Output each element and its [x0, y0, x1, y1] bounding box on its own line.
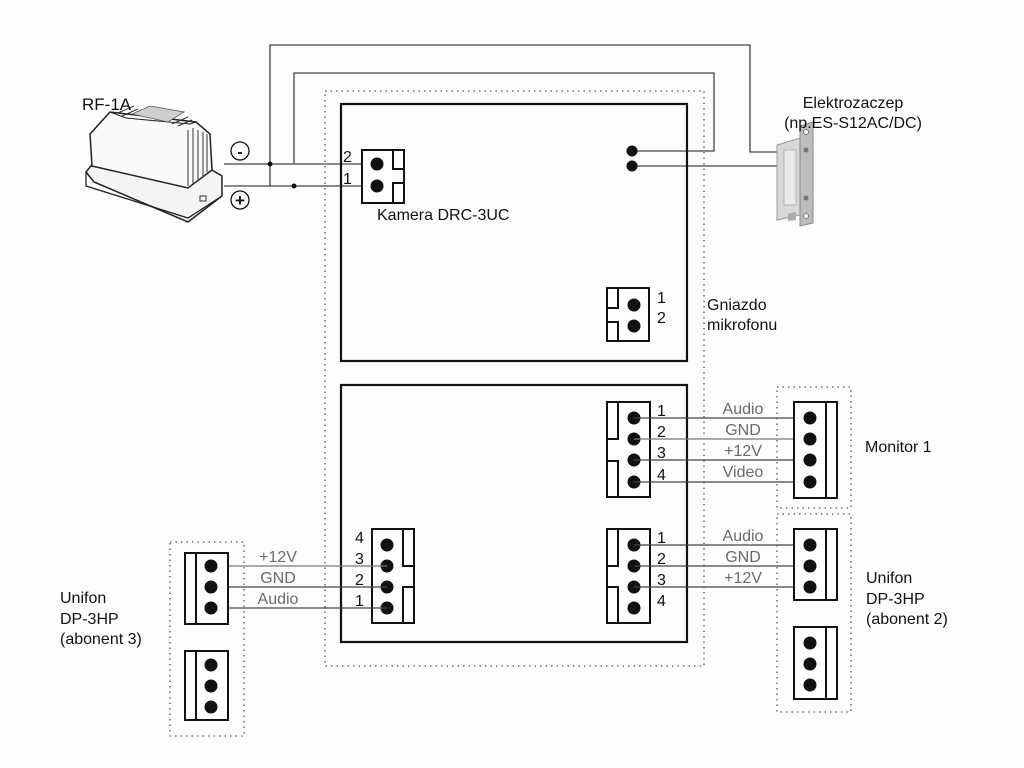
wire-label: +12V [724, 443, 762, 460]
unifon2-enclosure [776, 513, 852, 713]
lock-label: Elektrozaczep [803, 95, 904, 112]
monitor1-connector [793, 401, 838, 499]
wire-label: GND [725, 422, 761, 439]
unifon3-enclosure [169, 541, 245, 737]
wire-label: Video [723, 464, 764, 481]
monitor1-pin-label: 2 [657, 424, 666, 441]
wire-label: GND [260, 570, 296, 587]
unifon2-label: Unifon [866, 570, 912, 587]
lock-terminal [626, 160, 638, 172]
camera-power-connector [361, 149, 405, 204]
minus-icon: - [230, 141, 250, 161]
svg-text:-: - [237, 144, 242, 161]
wire-label: Audio [723, 528, 764, 545]
unifon3-pin-label: 1 [355, 593, 364, 610]
plus-icon: + [230, 190, 250, 210]
monitor1-pin-label: 4 [657, 467, 666, 484]
monitor1-enclosure [776, 386, 852, 509]
electric-strike-icon [776, 121, 814, 227]
unifon2-pin-label: 4 [657, 593, 666, 610]
wire-label: GND [725, 549, 761, 566]
unifon3-panel-connector [371, 528, 415, 624]
camera-label: Kamera DRC-3UC [377, 207, 509, 224]
unifon2-pin-label: 2 [657, 551, 666, 568]
unifon2-connector-a [793, 528, 838, 601]
unifon2-panel-connector [606, 528, 651, 624]
unifon3-pin-label: 3 [355, 551, 364, 568]
camera-pin-label: 1 [343, 171, 352, 188]
unifon3-connector-b [184, 650, 229, 721]
unifon3-label: Unifon [60, 590, 106, 607]
camera-module [339, 102, 689, 363]
monitor1-pin-label: 1 [657, 403, 666, 420]
wire-label: Audio [723, 401, 764, 418]
mic-socket-label: mikrofonu [707, 317, 777, 334]
wire-label: +12V [259, 549, 297, 566]
unifon3-label: DP-3HP [60, 611, 119, 628]
svg-text:+: + [235, 191, 245, 210]
lock-label: (np.ES-S12AC/DC) [784, 115, 922, 132]
monitor1-panel-connector [606, 401, 651, 498]
unifon3-connector-a [184, 552, 229, 625]
wire-lock-outer [269, 44, 777, 186]
unifon2-pin-label: 3 [657, 572, 666, 589]
panel-enclosure [324, 90, 705, 667]
unifon2-pin-label: 1 [657, 530, 666, 547]
monitor1-pin-label: 3 [657, 445, 666, 462]
mic-pin-label: 2 [657, 310, 666, 327]
intercom-module [339, 383, 689, 644]
mic-socket [606, 287, 650, 342]
power-supply-label: RF-1A [82, 95, 132, 114]
junction-dot [267, 161, 273, 167]
unifon3-pin-label: 2 [355, 572, 364, 589]
power-supply-icon [85, 105, 223, 223]
unifon3-pin-label: 4 [355, 530, 364, 547]
wire-lock-inner [293, 72, 715, 164]
unifon3-label: (abonent 3) [60, 631, 142, 648]
mic-socket-label: Gniazdo [707, 297, 767, 314]
unifon2-label: (abonent 2) [866, 611, 948, 628]
wire-label: +12V [724, 570, 762, 587]
monitor1-label: Monitor 1 [865, 439, 932, 456]
unifon2-label: DP-3HP [866, 591, 925, 608]
camera-pin-label: 2 [343, 149, 352, 166]
mic-pin-label: 1 [657, 290, 666, 307]
junction-dot [291, 183, 297, 189]
unifon2-connector-b [793, 626, 838, 700]
wire-label: Audio [258, 591, 299, 608]
lock-terminal [626, 145, 638, 157]
